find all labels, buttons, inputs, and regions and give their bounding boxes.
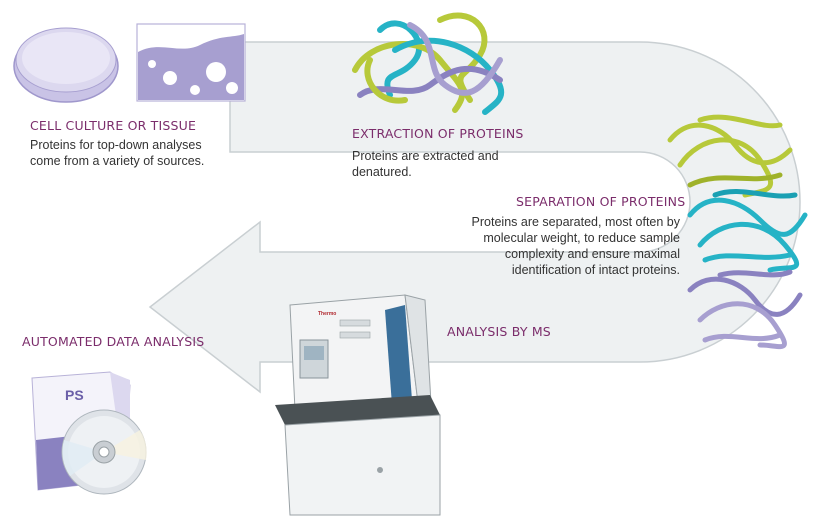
cell-culture-desc: Proteins for top-down analyses come from… <box>30 137 204 169</box>
separation-title: SEPARATION OF PROTEINS <box>516 194 686 209</box>
extraction-title: EXTRACTION OF PROTEINS <box>352 126 524 141</box>
separation-desc-line: Proteins are separated, most often by <box>471 215 680 229</box>
instrument-brand: Thermo <box>318 311 337 317</box>
separation-desc-line: molecular weight, to reduce sample <box>483 231 680 245</box>
cell-culture-title: CELL CULTURE OR TISSUE <box>30 118 197 133</box>
extraction-desc-line: Proteins are extracted and <box>352 149 499 163</box>
analysis-ms-title: ANALYSIS BY MS <box>447 324 551 339</box>
separation-desc-line: complexity and ensure maximal <box>504 247 680 261</box>
extraction-desc-line: denatured. <box>352 165 412 179</box>
separation-desc-line: identification of intact proteins. <box>511 263 680 277</box>
separation-desc: Proteins are separated, most often by mo… <box>455 214 680 278</box>
cell-culture-desc-line: come from a variety of sources. <box>30 154 205 168</box>
cell-culture-desc-line: Proteins for top-down analyses <box>30 138 202 152</box>
extraction-desc: Proteins are extracted and denatured. <box>352 148 499 180</box>
data-analysis-title: AUTOMATED DATA ANALYSIS <box>22 334 205 349</box>
software-label: PS <box>65 387 84 403</box>
